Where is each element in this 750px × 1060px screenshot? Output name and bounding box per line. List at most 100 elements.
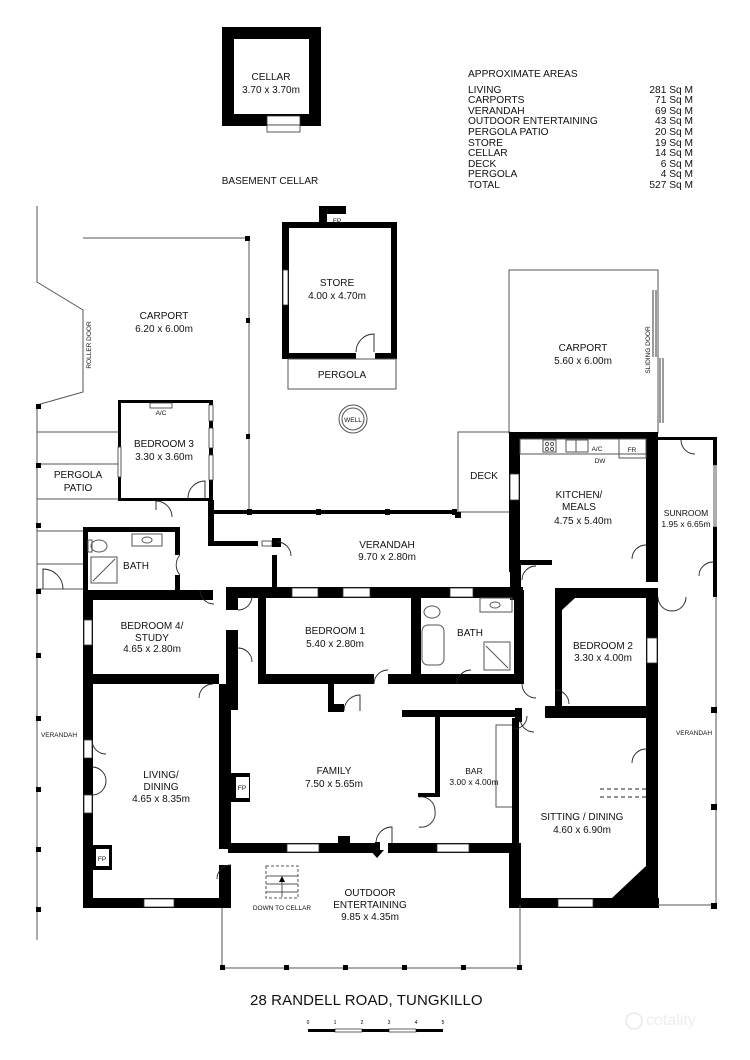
area-value: 69 Sq M [655, 105, 693, 117]
area-row: CARPORTS 71 Sq M [468, 96, 693, 107]
bedroom3-label: BEDROOM 3 [134, 439, 194, 450]
bedroom3-dims: 3.30 x 3.60m [135, 452, 193, 463]
brand-text: cotality [646, 1012, 696, 1030]
bedroom2-label: BEDROOM 2 [573, 641, 633, 652]
kitchen-fr: FR [628, 447, 637, 454]
verandah-north-label: VERANDAH [359, 540, 415, 551]
well-label: WELL [344, 417, 362, 424]
area-row: DECK 6 Sq M [468, 158, 693, 171]
area-value: 6 Sq M [660, 158, 693, 170]
kitchen-ac: A/C [592, 446, 603, 453]
kitchen-dw: DW [595, 458, 607, 465]
store-label: STORE [320, 278, 355, 289]
verandah-west-label: VERANDAH [41, 732, 77, 739]
area-name: CARPORTS [468, 95, 525, 107]
kitchen-fixtures: A/C DW FR [519, 438, 647, 465]
brand-watermark: cotality [625, 1012, 696, 1030]
area-value: 19 Sq M [655, 137, 693, 149]
pergola-label: PERGOLA [318, 370, 367, 381]
carport-east-dims: 5.60 x 6.00m [554, 356, 612, 367]
bedroom4-dims: 4.65 x 2.80m [123, 644, 181, 655]
area-name: STORE [468, 137, 503, 149]
sitting-dims: 4.60 x 6.90m [553, 825, 611, 836]
kitchen-line2: MEALS [562, 502, 596, 513]
store-fp-label: FP [333, 218, 341, 225]
area-value: 281 Sq M [649, 84, 693, 96]
bedroom3-ac: A/C [156, 410, 167, 417]
carport-west-dims: 6.20 x 6.00m [135, 324, 193, 335]
well: WELL [338, 404, 368, 434]
sliding-door-label: SLIDING DOOR [645, 326, 652, 374]
scale-tick: 1 [334, 1020, 337, 1026]
bedroom1-dims: 5.40 x 2.80m [306, 639, 364, 650]
room-labels: VERANDAH 9.70 x 2.80m KITCHEN/ MEALS 4.7… [41, 490, 712, 836]
area-row: VERANDAH 69 Sq M [468, 105, 693, 118]
area-row: PERGOLA PATIO 20 Sq M [468, 126, 693, 139]
verandah-east-label: VERANDAH [676, 730, 712, 737]
bedroom2-dims: 3.30 x 4.00m [574, 653, 632, 664]
scale-tick: 0 [307, 1020, 310, 1026]
store-dims: 4.00 x 4.70m [308, 291, 366, 302]
living-line1: LIVING/ [143, 770, 179, 781]
kitchen-dims: 4.75 x 5.40m [554, 516, 612, 527]
scale-tick: 3 [388, 1020, 391, 1026]
area-value: 71 Sq M [655, 95, 693, 107]
store: FP STORE 4.00 x 4.70m [282, 206, 397, 360]
house-walls: FP FP [83, 432, 717, 909]
bedroom-3: A/C BEDROOM 3 3.30 x 3.60m [117, 400, 214, 501]
cellar-label: CELLAR [252, 72, 291, 83]
pergola-patio-line2: PATIO [64, 483, 93, 494]
pergola-patio: PERGOLA PATIO [36, 404, 119, 940]
outdoor-dims: 9.85 x 4.35m [341, 912, 399, 923]
bedroom4-line1: BEDROOM 4/ [121, 621, 184, 632]
area-name: DECK [468, 158, 497, 170]
scale-tick: 2 [361, 1020, 364, 1026]
bath-west-label: BATH [123, 561, 149, 572]
cellar: CELLAR 3.70 x 3.70m BASEMENT CELLAR [222, 27, 321, 187]
area-value: 43 Sq M [655, 116, 693, 128]
area-value: 527 Sq M [649, 179, 693, 191]
brand-logo-icon [625, 1012, 643, 1030]
pergola-patio-line1: PERGOLA [54, 470, 103, 481]
deck-label: DECK [470, 471, 498, 482]
bedroom4-line2: STUDY [135, 633, 169, 644]
outdoor-line1: OUTDOOR [344, 888, 395, 899]
roller-door-label: ROLLER DOOR [86, 321, 93, 369]
area-name: TOTAL [468, 179, 500, 191]
living-fp-label: FP [98, 856, 106, 863]
carport-west-label: CARPORT [140, 311, 189, 322]
scale-tick: 4 [415, 1020, 418, 1026]
area-row: OUTDOOR ENTERTAINING 43 Sq M [468, 117, 693, 128]
area-row: STORE 19 Sq M [468, 137, 693, 150]
sitting-label: SITTING / DINING [541, 812, 624, 823]
scale-bar: 0 1 2 3 4 5 [307, 1020, 445, 1033]
property-address: 28 RANDELL ROAD, TUNGKILLO [250, 992, 483, 1009]
basement-caption: BASEMENT CELLAR [222, 176, 319, 187]
bath-mid-label: BATH [457, 628, 483, 639]
living-line2: DINING [144, 782, 179, 793]
sunroom-dims: 1.95 x 6.65m [661, 519, 710, 529]
down-to-cellar-label: DOWN TO CELLAR [253, 905, 312, 912]
family-dims: 7.50 x 5.65m [305, 779, 363, 790]
carport-west: CARPORT 6.20 x 6.00m ROLLER DOOR [36, 206, 250, 510]
area-name: OUTDOOR ENTERTAINING [468, 116, 598, 128]
area-value: 20 Sq M [655, 126, 693, 138]
sunroom-label: SUNROOM [664, 508, 708, 518]
cellar-dims: 3.70 x 3.70m [242, 85, 300, 96]
carport-east: CARPORT 5.60 x 6.00m SLIDING DOOR [508, 269, 664, 434]
family-label: FAMILY [317, 766, 352, 777]
area-schedule-title: APPROXIMATE AREAS [468, 69, 578, 80]
area-name: VERANDAH [468, 105, 525, 117]
kitchen-line1: KITCHEN/ [556, 490, 603, 501]
outdoor-line2: ENTERTAINING [333, 900, 407, 911]
verandah-north-dims: 9.70 x 2.80m [358, 552, 416, 563]
area-name: PERGOLA PATIO [468, 126, 549, 138]
bar-dims: 3.00 x 4.00m [449, 777, 498, 787]
pergola: PERGOLA [287, 358, 397, 390]
bar-label: BAR [465, 766, 482, 776]
